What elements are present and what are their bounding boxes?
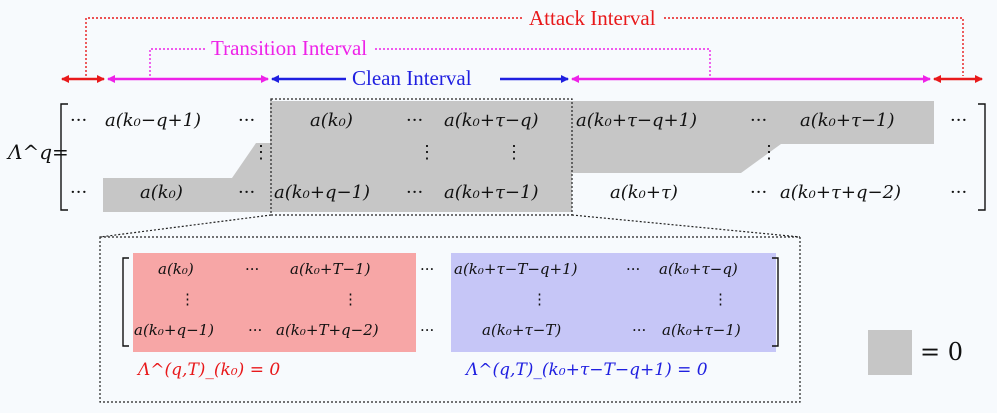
zoom-box <box>99 236 801 403</box>
main-vdots-3: ⋮ <box>505 142 523 163</box>
main-r1-dots-d: ··· <box>750 110 768 131</box>
zoom-r1-dots-a: ··· <box>245 260 260 278</box>
zoom-r2-cell-b: a(k₀+T+q−2) <box>276 321 379 339</box>
main-r1-cell-a: a(k₀−q+1) <box>105 110 202 131</box>
zoom-r1-dots-b: ··· <box>420 260 435 278</box>
main-r1-cell-b: a(k₀) <box>310 110 353 131</box>
main-r2-cell-b: a(k₀+q−1) <box>274 182 371 203</box>
blue-block-equation: Λ^(q,T)_(k₀+τ−T−q+1) = 0 <box>466 360 708 380</box>
red-block-equation: Λ^(q,T)_(k₀) = 0 <box>138 360 281 380</box>
main-vdots-2: ⋮ <box>418 142 436 163</box>
main-r2-cell-d: a(k₀+τ) <box>610 182 678 203</box>
clean-interval-label: Clean Interval <box>352 66 472 90</box>
transition-bracket <box>149 48 711 76</box>
legend-label: = 0 <box>920 338 964 366</box>
main-r2-dots-e: ··· <box>950 182 968 203</box>
main-r2-cell-a: a(k₀) <box>140 182 183 203</box>
legend-swatch <box>868 330 912 375</box>
zoom-r1-cell-c: a(k₀+τ−T−q+1) <box>454 260 578 278</box>
main-r1-cell-e: a(k₀+τ−1) <box>800 110 895 131</box>
main-r2-dots-c: ··· <box>406 182 424 203</box>
main-r1-cell-d: a(k₀+τ−q+1) <box>576 110 698 131</box>
zoom-r2-cell-a: a(k₀+q−1) <box>134 321 215 339</box>
zoom-bracket-right <box>772 257 779 347</box>
zoom-r2-cell-c: a(k₀+τ−T) <box>482 321 562 339</box>
zoom-line-left <box>99 214 272 238</box>
zero-region-left <box>103 143 270 212</box>
zoom-vdots-2: ⋮ <box>343 290 358 308</box>
main-r1-cell-c: a(k₀+τ−q) <box>444 110 539 131</box>
zero-region-center <box>270 101 572 212</box>
matrix-name: Λ^q= <box>8 140 69 164</box>
red-block <box>133 253 416 352</box>
main-r2-cell-c: a(k₀+τ−1) <box>444 182 539 203</box>
main-r2-dots-d: ··· <box>750 182 768 203</box>
zoom-vdots-3: ⋮ <box>532 290 547 308</box>
main-r1-dots-a: ··· <box>70 110 88 131</box>
main-bracket-left <box>60 103 68 211</box>
main-vdots-1: ⋮ <box>252 142 270 163</box>
main-r1-dots-b: ··· <box>238 110 256 131</box>
zoom-bracket-left <box>122 257 129 347</box>
zoom-r2-dots-b: ··· <box>420 321 435 339</box>
main-r2-dots-a: ··· <box>70 182 88 203</box>
main-vdots-4: ⋮ <box>760 142 778 163</box>
main-r1-dots-c: ··· <box>406 110 424 131</box>
main-r1-dots-e: ··· <box>950 110 968 131</box>
zoom-r2-dots-a: ··· <box>248 321 263 339</box>
zoom-line-right <box>571 214 801 238</box>
zoom-vdots-4: ⋮ <box>713 290 728 308</box>
main-bracket-right <box>978 103 986 211</box>
zoom-r1-cell-d: a(k₀+τ−q) <box>659 260 738 278</box>
zoom-vdots-1: ⋮ <box>180 290 195 308</box>
main-r2-cell-e: a(k₀+τ+q−2) <box>780 182 902 203</box>
zoom-r2-cell-d: a(k₀+τ−1) <box>662 321 741 339</box>
zoom-r2-dots-c: ··· <box>632 321 647 339</box>
attack-interval-label: Attack Interval <box>523 8 662 29</box>
zoom-r1-dots-c: ··· <box>626 260 641 278</box>
zoom-r1-cell-a: a(k₀) <box>158 260 194 278</box>
zero-region-right <box>572 101 934 173</box>
clean-submatrix-box <box>270 98 573 216</box>
transition-interval-label: Transition Interval <box>205 38 374 59</box>
blue-block <box>451 253 776 352</box>
zoom-r1-cell-b: a(k₀+T−1) <box>290 260 371 278</box>
main-r2-dots-b: ··· <box>238 182 256 203</box>
